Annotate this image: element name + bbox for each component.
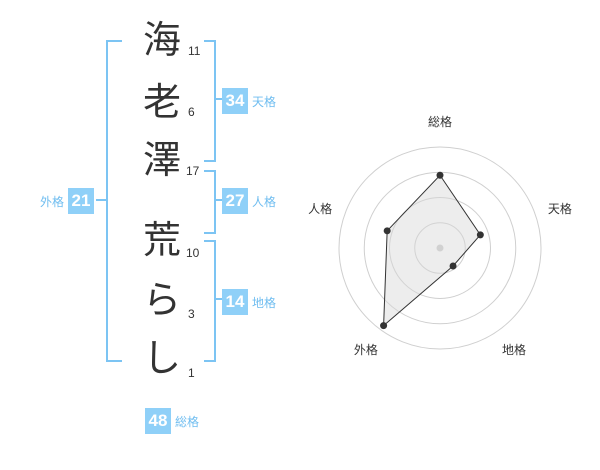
jinkaku-label: 人格 [252, 194, 277, 209]
radar-axis-label-1: 総格 [428, 114, 452, 129]
name-char-1: 海 [142, 18, 181, 62]
stroke-count-5: 3 [188, 307, 195, 321]
radar-axis-label-2: 天格 [548, 201, 572, 216]
name-char-6: し [142, 336, 181, 380]
tenkaku-bracket-tick [214, 98, 224, 100]
radar-point-2 [476, 231, 484, 239]
jinkaku-badge: 27 人格 [222, 188, 276, 214]
jinkaku-bracket-tick [214, 199, 224, 201]
radar-ring-1 [414, 222, 466, 274]
gaikaku-label: 外格 [40, 194, 65, 209]
radar-point-1 [436, 171, 444, 179]
tenkaku-value: 34 [222, 88, 248, 114]
radar-ring-2 [389, 197, 491, 299]
radar-point-3 [449, 262, 457, 270]
stroke-count-4: 10 [186, 246, 200, 260]
stroke-count-6: 1 [188, 366, 195, 380]
radar-series-polygon [383, 174, 481, 327]
stroke-count-3: 17 [186, 164, 200, 178]
name-char-3: 澤 [142, 138, 181, 182]
radar-center [436, 244, 444, 252]
gaikaku-value: 21 [68, 188, 95, 214]
chikaku-bracket-tick [214, 298, 224, 300]
radar-point-4 [380, 322, 388, 330]
chikaku-label: 地格 [252, 295, 277, 310]
chikaku-value: 14 [222, 289, 248, 315]
gaikaku-bracket-tick [96, 199, 108, 201]
radar-axis-label-3: 地格 [502, 342, 526, 357]
stroke-count-2: 6 [188, 105, 195, 119]
soukaku-label: 総格 [175, 414, 200, 429]
gaikaku-bracket [106, 40, 122, 362]
stroke-count-1: 11 [188, 44, 201, 58]
gaikaku-badge: 外格 21 [40, 188, 95, 214]
tenkaku-badge: 34 天格 [222, 88, 276, 114]
chikaku-bracket [204, 240, 216, 362]
soukaku-value: 48 [145, 408, 171, 434]
radar-axis-label-5: 人格 [308, 201, 332, 216]
chikaku-badge: 14 地格 [222, 289, 276, 315]
tenkaku-label: 天格 [252, 94, 277, 109]
radar-point-5 [383, 227, 391, 235]
name-char-2: 老 [142, 80, 181, 124]
jinkaku-bracket [204, 170, 216, 234]
name-char-4: 荒 [142, 218, 181, 262]
tenkaku-bracket [204, 40, 216, 162]
radar-axis-label-4: 外格 [354, 342, 378, 357]
jinkaku-value: 27 [222, 188, 248, 214]
soukaku-badge: 48 総格 [145, 408, 199, 434]
radar-ring-4 [338, 146, 542, 350]
name-char-5: ら [142, 278, 181, 322]
